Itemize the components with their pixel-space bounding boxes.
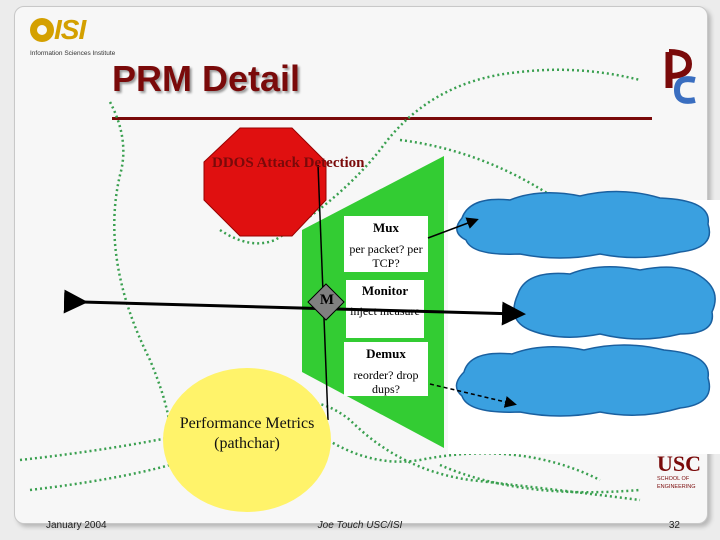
performance-ellipse — [163, 368, 331, 512]
demux-to-cloud-arrow — [429, 383, 517, 408]
mux-label: Mux — [373, 220, 399, 235]
mux-to-cloud-arrow — [427, 217, 479, 239]
main-flow-arrow — [63, 289, 526, 326]
monitor-sublabel: inject measure — [350, 304, 420, 318]
footer-author: Joe Touch USC/ISI — [317, 520, 403, 531]
isi-logo-subtitle: Information Sciences Institute — [30, 50, 116, 57]
demux-box — [344, 342, 428, 396]
footer-page-number: 32 — [668, 520, 680, 531]
footer-date: January 2004 — [46, 520, 107, 531]
performance-label: Performance Metrics (pathchar) — [179, 415, 315, 452]
demux-sublabel: reorder? drop dups? — [353, 368, 419, 396]
m-label: M — [319, 292, 335, 308]
ddos-label: DDOS Attack Detection — [212, 155, 365, 171]
mux-box — [344, 216, 428, 238]
pc-logo — [665, 49, 696, 104]
mux-sub-box — [344, 238, 428, 272]
cloud-icon-top — [456, 190, 711, 259]
monitor-label: Monitor — [361, 283, 409, 298]
isi-logo — [30, 18, 54, 42]
ddos-octagon — [203, 127, 327, 237]
demux-label: Demux — [366, 346, 406, 361]
usc-logo-subtext: SCHOOL OF ENGINEERING — [657, 476, 696, 490]
usc-logo: USC SCHOOL OF ENGINEERING — [657, 453, 717, 491]
isi-logo-text: ISI — [54, 14, 86, 45]
cloud-icon-bottom — [455, 344, 711, 417]
mux-sublabel: per packet? per TCP? — [349, 242, 423, 270]
m-diamond — [307, 283, 345, 321]
title-rule — [112, 117, 652, 120]
usc-logo-text: USC — [657, 451, 702, 476]
page-title: PRM Detail — [112, 58, 301, 99]
cloud-icon-middle — [513, 266, 716, 340]
